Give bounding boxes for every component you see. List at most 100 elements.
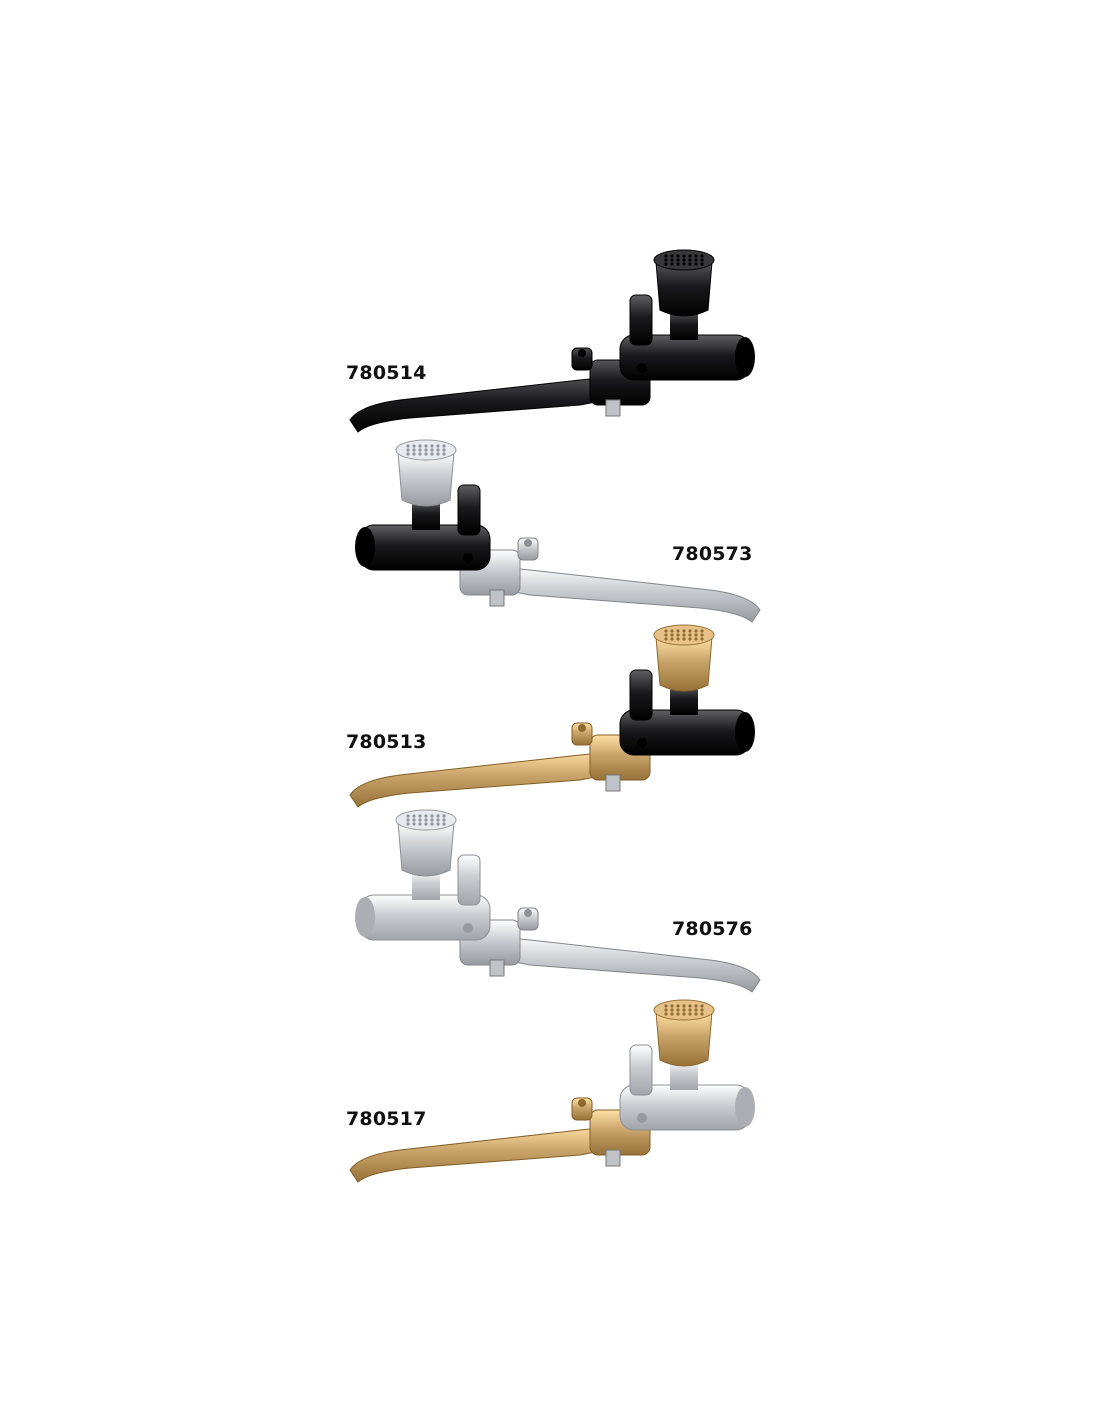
knurl-dot	[418, 814, 422, 818]
product-illustration	[355, 439, 761, 623]
knurl-dot	[436, 814, 440, 818]
knurl-dot	[418, 444, 422, 448]
knurl-dot	[700, 629, 704, 633]
clamp-bracket	[629, 669, 653, 721]
knurl-dot	[694, 262, 698, 266]
knurl-dot	[676, 262, 680, 266]
knurl-dot	[676, 629, 680, 633]
clutch-lever-assembly	[355, 439, 761, 623]
knurl-dot	[442, 452, 446, 456]
knurl-dot	[676, 633, 680, 637]
knurl-dot	[688, 254, 692, 258]
knurl-dot	[442, 818, 446, 822]
knurl-dot	[412, 444, 416, 448]
knurl-dot	[436, 818, 440, 822]
knurl-dot	[682, 262, 686, 266]
reservoir-cup	[397, 451, 455, 507]
knurl-dot	[688, 633, 692, 637]
knurl-dot	[700, 1004, 704, 1008]
adjuster-knob	[517, 537, 539, 561]
screw-hole-icon	[637, 1113, 647, 1123]
adjuster-knob	[571, 1097, 593, 1121]
knurl-dot	[664, 254, 668, 258]
knurl-dot	[436, 822, 440, 826]
knurl-dot	[670, 1008, 674, 1012]
knurl-dot	[694, 1004, 698, 1008]
knurl-dot	[418, 452, 422, 456]
knurl-dot	[424, 818, 428, 822]
knurl-dot	[664, 629, 668, 633]
knurl-dot	[670, 262, 674, 266]
perch-end	[355, 527, 375, 567]
knurl-dot	[436, 452, 440, 456]
product-illustration	[355, 809, 761, 993]
perch-end	[355, 897, 375, 937]
knurl-dot	[664, 633, 668, 637]
knurl-dot	[676, 258, 680, 262]
adjuster-knob	[571, 347, 593, 371]
knurl-dot	[430, 822, 434, 826]
knurl-dot	[406, 452, 410, 456]
clamp-bracket	[629, 294, 653, 346]
knurl-dot	[424, 452, 428, 456]
knurl-dot	[670, 1012, 674, 1016]
knurl-dot	[700, 1012, 704, 1016]
knurl-dot	[682, 633, 686, 637]
knurl-dot	[664, 1012, 668, 1016]
knurl-dot	[700, 258, 704, 262]
knurl-dot	[682, 258, 686, 262]
knurl-dot	[688, 637, 692, 641]
knurl-dot	[676, 1012, 680, 1016]
knurl-dot	[412, 818, 416, 822]
reservoir-cup	[655, 261, 713, 317]
knurl-dot	[418, 822, 422, 826]
knurl-dot	[682, 1012, 686, 1016]
part-number-label: 780573	[672, 543, 753, 565]
knurl-dot	[664, 637, 668, 641]
knurl-dot	[694, 258, 698, 262]
knurl-dot	[700, 262, 704, 266]
product-illustration	[349, 249, 755, 433]
part-number-label: 780514	[346, 362, 427, 384]
knurl-dot	[694, 633, 698, 637]
knurl-dot	[676, 1004, 680, 1008]
knurl-dot	[430, 448, 434, 452]
knurl-dot	[676, 1008, 680, 1012]
pivot-bolt	[489, 589, 505, 607]
knurl-dot	[406, 822, 410, 826]
knurl-dot	[412, 822, 416, 826]
knurl-dot	[424, 814, 428, 818]
knurl-dot	[682, 629, 686, 633]
knurl-dot	[406, 444, 410, 448]
knurl-dot	[700, 254, 704, 258]
reservoir-cup	[655, 636, 713, 692]
clutch-lever-assembly	[355, 809, 761, 993]
knurl-dot	[664, 1008, 668, 1012]
knurl-dot	[682, 1004, 686, 1008]
knurl-dot	[688, 1004, 692, 1008]
perch-end	[735, 712, 755, 752]
knurl-dot	[442, 822, 446, 826]
reservoir-cup	[655, 1011, 713, 1067]
product-illustration	[349, 624, 755, 808]
pivot-bolt	[489, 959, 505, 977]
screw-hole-icon	[463, 923, 473, 933]
knurl-dot	[694, 1012, 698, 1016]
knurl-dot	[664, 262, 668, 266]
knurl-dot	[406, 814, 410, 818]
knurl-dot	[682, 637, 686, 641]
knurl-dot	[670, 633, 674, 637]
knurl-dot	[406, 818, 410, 822]
knurl-dot	[694, 637, 698, 641]
adjuster-hole-icon	[578, 724, 586, 732]
screw-hole-icon	[637, 738, 647, 748]
knurl-dot	[664, 1004, 668, 1008]
knurl-dot	[688, 629, 692, 633]
adjuster-hole-icon	[578, 1099, 586, 1107]
knurl-dot	[700, 633, 704, 637]
knurl-dot	[418, 448, 422, 452]
knurl-dot	[406, 448, 410, 452]
part-number-label: 780576	[672, 918, 753, 940]
knurl-dot	[412, 452, 416, 456]
part-number-label: 780513	[346, 731, 427, 753]
